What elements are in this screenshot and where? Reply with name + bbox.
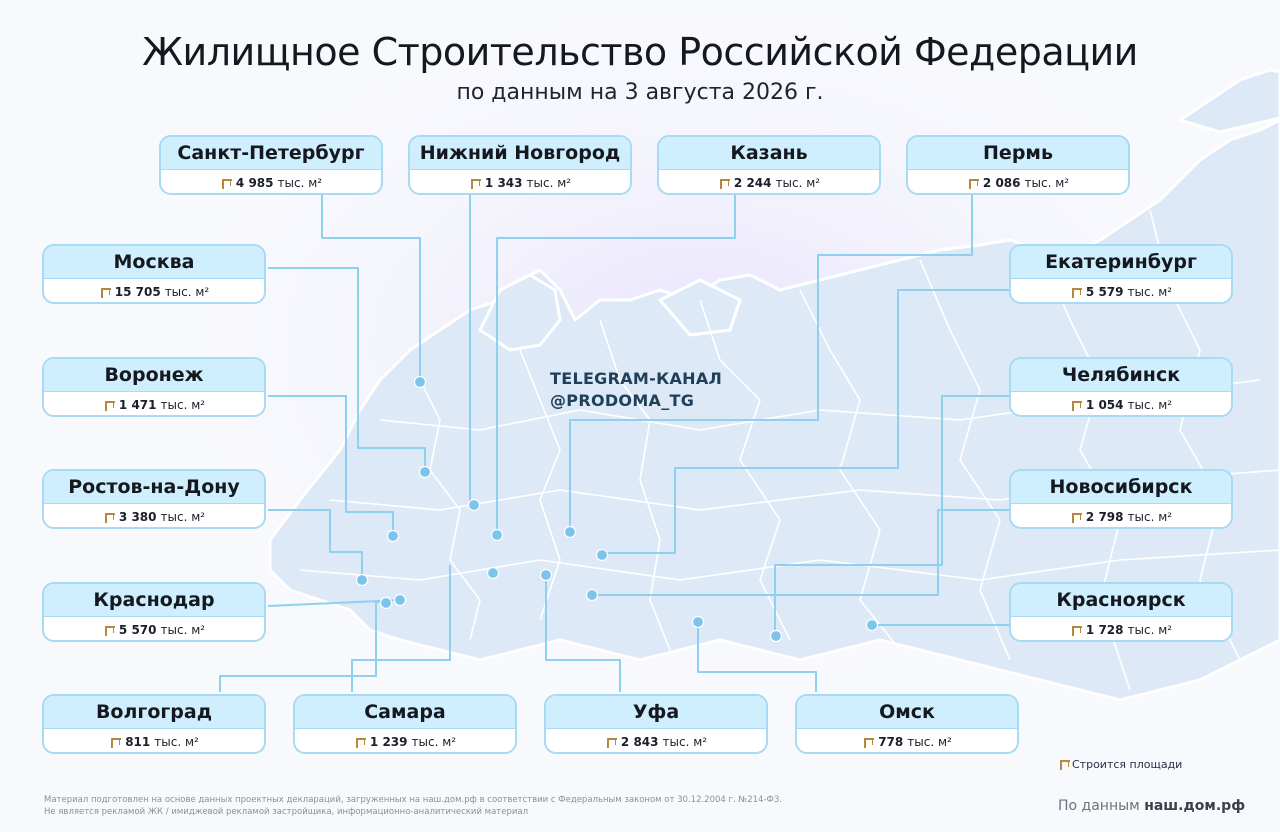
city-name: Екатеринбург	[1011, 246, 1231, 279]
city-value: 1 343	[484, 176, 523, 190]
unit-label: тыс. м²	[160, 398, 206, 412]
city-name: Волгоград	[44, 696, 264, 729]
crane-icon	[862, 737, 875, 748]
crane-icon	[354, 737, 366, 748]
map-legend: Строится площади	[1058, 758, 1182, 771]
crane-icon	[99, 287, 111, 298]
unit-label: тыс. м²	[277, 176, 323, 190]
unit-label: тыс. м²	[1127, 285, 1173, 299]
footnote-line1: Материал подготовлен на основе данных пр…	[44, 795, 782, 805]
city-name: Казань	[659, 137, 879, 170]
city-name: Челябинск	[1011, 359, 1231, 392]
crane-icon	[967, 178, 979, 189]
city-name: Пермь	[908, 137, 1128, 170]
city-name: Краснодар	[44, 584, 264, 617]
unit-label: тыс. м²	[160, 623, 206, 637]
unit-label: тыс. м²	[154, 735, 199, 749]
crane-icon	[103, 400, 115, 411]
city-value: 811	[125, 735, 151, 749]
city-value: 1 471	[118, 398, 157, 412]
unit-label: тыс. м²	[164, 285, 210, 299]
crane-icon	[1070, 287, 1082, 298]
source-credit: По данным наш.дом.рф	[1058, 798, 1245, 814]
watermark-line1: TELEGRAM-КАНАЛ	[550, 369, 723, 388]
crane-icon	[1070, 625, 1082, 636]
crane-icon	[1058, 759, 1070, 770]
city-name: Воронеж	[44, 359, 264, 392]
footnote-line2: Не является рекламой ЖК / имиджевой рекл…	[44, 807, 529, 817]
crane-icon	[220, 178, 232, 189]
crane-icon	[718, 178, 730, 189]
unit-label: тыс. м²	[662, 735, 708, 749]
unit-label: тыс. м²	[1127, 398, 1173, 412]
crane-icon	[109, 737, 122, 748]
city-value: 2 843	[620, 735, 659, 749]
source-name: наш.дом.рф	[1144, 798, 1246, 814]
source-prefix: По данным	[1058, 798, 1140, 814]
unit-label: тыс. м²	[1024, 176, 1070, 190]
city-value: 3 380	[118, 510, 157, 524]
unit-label: тыс. м²	[775, 176, 821, 190]
city-name: Омск	[797, 696, 1017, 729]
crane-icon	[469, 178, 481, 189]
crane-icon	[103, 512, 115, 523]
city-value: 4 985	[235, 176, 274, 190]
legend-label: Строится площади	[1072, 758, 1183, 771]
unit-label: тыс. м²	[907, 735, 952, 749]
city-value: 5 570	[118, 623, 157, 637]
city-value: 2 244	[733, 176, 772, 190]
city-name: Новосибирск	[1011, 471, 1231, 504]
city-value: 1 054	[1085, 398, 1124, 412]
city-name: Красноярск	[1011, 584, 1231, 617]
city-value: 15 705	[114, 285, 161, 299]
city-dots	[355, 375, 879, 643]
city-name: Москва	[44, 246, 264, 279]
unit-label: тыс. м²	[411, 735, 457, 749]
city-value: 778	[878, 735, 904, 749]
city-name: Нижний Новгород	[410, 137, 630, 170]
crane-icon	[1070, 512, 1082, 523]
city-name: Уфа	[546, 696, 766, 729]
city-name: Ростов-на-Дону	[44, 471, 264, 504]
city-value: 1 239	[369, 735, 408, 749]
unit-label: тыс. м²	[526, 176, 572, 190]
crane-icon	[103, 625, 115, 636]
unit-label: тыс. м²	[1127, 510, 1173, 524]
unit-label: тыс. м²	[1127, 623, 1173, 637]
city-value: 2 798	[1085, 510, 1124, 524]
city-value: 2 086	[982, 176, 1021, 190]
city-name: Самара	[295, 696, 515, 729]
crane-icon	[1070, 400, 1082, 411]
page-title: Жилищное Строительство Российской Федера…	[142, 30, 1138, 74]
connector-lines	[219, 194, 1010, 692]
city-value: 5 579	[1085, 285, 1124, 299]
watermark-line2: @PRODOMA_TG	[550, 391, 695, 410]
page-subtitle: по данным на 3 августа 2026 г.	[456, 80, 824, 105]
unit-label: тыс. м²	[160, 510, 206, 524]
crane-icon	[605, 737, 617, 748]
telegram-watermark: TELEGRAM-КАНАЛ @PRODOMA_TG	[550, 368, 730, 412]
footnote: Материал подготовлен на основе данных пр…	[44, 794, 782, 818]
city-name: Санкт-Петербург	[161, 137, 381, 170]
city-value: 1 728	[1085, 623, 1124, 637]
